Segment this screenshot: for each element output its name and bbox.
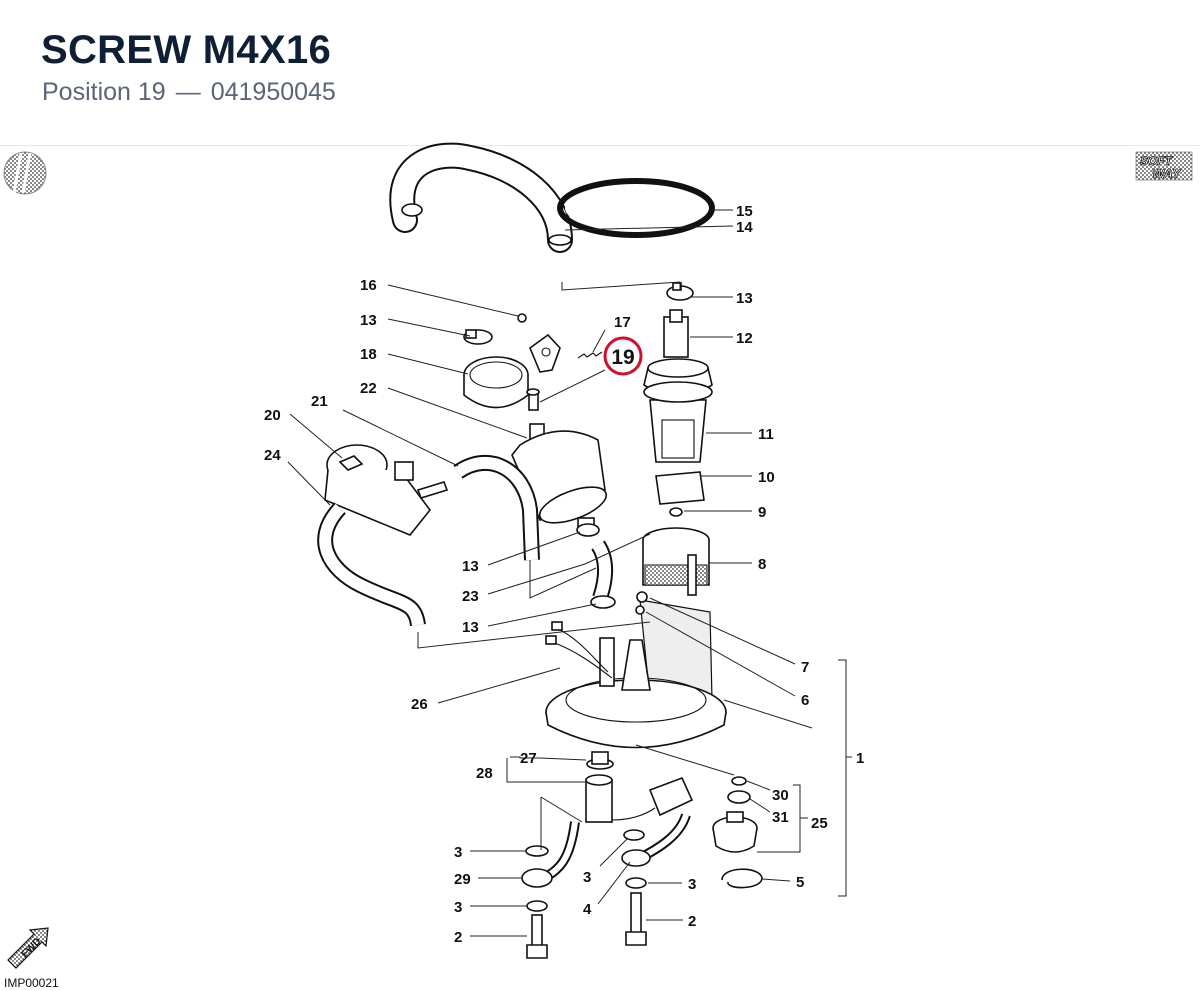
reference-code: IMP00021 [4,976,59,990]
callout-4: 4 [583,901,592,918]
washer-part [525,845,549,857]
callout-3: 3 [688,876,696,893]
callout-3: 3 [454,844,462,861]
callout-20: 20 [264,407,281,424]
callout-1: 1 [856,750,864,767]
circlip-part [721,868,763,889]
callout-8: 8 [758,556,766,573]
callout-18: 18 [360,346,377,363]
emblem-icon [3,151,47,195]
svg-text:SOFT: SOFT [1140,154,1174,168]
hose-clamp-part [576,523,600,537]
o-ring-part [557,178,715,238]
electrical-connector-part [611,776,694,821]
filter-sock-part [642,527,710,596]
callout-3: 3 [454,899,462,916]
regulator-valve-part [712,811,758,853]
hose-clamp-part [463,329,493,345]
washer-part [526,900,548,912]
callout-28: 28 [476,765,493,782]
callout-31: 31 [772,809,789,826]
spring-part [577,351,603,359]
o-ring-part [731,776,747,786]
callout-3: 3 [583,869,591,886]
washer-part [623,829,645,841]
callout-24: 24 [264,447,281,464]
callout-22: 22 [360,380,377,397]
bolt-part [630,892,642,936]
subtitle-separator: — [175,78,201,106]
softway-logo: SOFT WAY [1135,151,1193,181]
callout-15: 15 [736,203,753,220]
washer-part [521,868,553,888]
callout-12: 12 [736,330,753,347]
callout-13: 13 [462,558,479,575]
callout-2: 2 [454,929,462,946]
callout-5: 5 [796,874,804,891]
nut-part [669,507,683,517]
callout-17: 17 [614,314,631,331]
callout-13: 13 [736,290,753,307]
pump-bracket-part [655,471,705,505]
callout-labels: 15 14 13 12 11 10 9 8 16 13 18 22 21 20 … [264,203,864,946]
svg-text:WAY: WAY [1152,166,1182,181]
callout-26: 26 [411,696,428,713]
hose-clamp-part [590,595,616,609]
pressure-regulator-part [324,444,449,536]
fwd-arrow-icon: FWD [7,927,49,969]
washer-part [625,877,647,889]
leader-lines [287,209,852,937]
callout-2: 2 [688,913,696,930]
bolt-part [531,914,543,950]
callout-9: 9 [758,504,766,521]
callout-27: 27 [520,750,537,767]
callout-13: 13 [462,619,479,636]
callout-21: 21 [311,393,328,410]
part-title: SCREW M4X16 [41,28,332,72]
fuel-pump-part [643,309,713,463]
callout-23: 23 [462,588,479,605]
sender-unit-part [585,751,614,823]
o-ring-part [727,790,751,804]
fuel-hose-part [389,142,573,253]
hose-part [319,503,424,627]
part-number: 041950045 [210,78,336,106]
washer-part [621,849,651,867]
hose-part [454,456,538,561]
callout-25: 25 [811,815,828,832]
position-label: Position 19 [42,78,166,106]
bracket-plate-part [529,333,561,373]
callout-11: 11 [758,426,774,443]
callout-14: 14 [736,219,753,236]
pump-flange-part [545,591,727,749]
highlighted-callout-19[interactable]: 19 [603,336,643,376]
band-clamp-part [463,356,529,409]
callout-10: 10 [758,469,775,486]
screw-part [517,313,527,323]
callout-13: 13 [360,312,377,329]
callout-6: 6 [801,692,809,709]
callout-29: 29 [454,871,471,888]
connector-part [551,621,563,631]
page-header: SCREW M4X16 Position 19 — 041950045 [0,0,1200,146]
callout-7: 7 [801,659,809,676]
callout-30: 30 [772,787,789,804]
callout-16: 16 [360,277,377,294]
hose-part [592,541,611,600]
part-subtitle: Position 19 — 041950045 [42,78,336,107]
screw-m4x16-part [526,388,540,411]
highlighted-callout-label: 19 [611,346,634,369]
